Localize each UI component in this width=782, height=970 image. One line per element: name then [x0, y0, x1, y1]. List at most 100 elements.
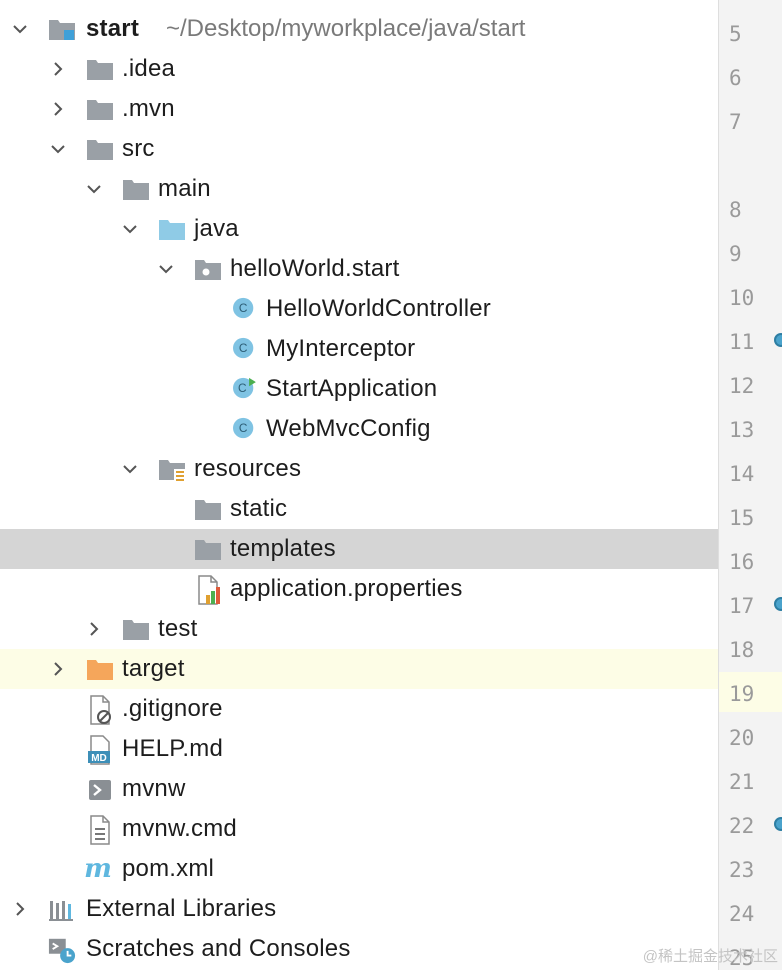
tree-item-label: MyInterceptor — [266, 335, 416, 362]
tree-item-app-properties[interactable]: application.properties — [0, 569, 718, 609]
svg-text:C: C — [239, 301, 248, 315]
source-folder-icon — [159, 220, 185, 240]
class-icon: C — [233, 417, 254, 439]
tree-item-idea[interactable]: .idea — [0, 49, 718, 89]
tree-item-mvnw[interactable]: mvnw — [0, 769, 718, 809]
line-number: 23 — [729, 858, 755, 882]
folder-icon — [195, 540, 221, 560]
tree-item-java[interactable]: java — [0, 209, 718, 249]
chevron-right-icon[interactable] — [86, 621, 102, 637]
properties-file-icon — [198, 575, 220, 605]
tree-item-target[interactable]: target — [0, 649, 718, 689]
tree-item-label: External Libraries — [86, 895, 277, 922]
gutter-marker-icon[interactable] — [774, 597, 782, 611]
tree-item-class-start[interactable]: C StartApplication — [0, 369, 718, 409]
tree-item-resources[interactable]: resources — [0, 449, 718, 489]
line-number: 7 — [729, 110, 742, 134]
svg-text:m: m — [84, 853, 112, 884]
tree-item-label: resources — [194, 455, 302, 482]
tree-item-pom[interactable]: m pom.xml — [0, 849, 718, 889]
tree-item-label: Scratches and Consoles — [86, 935, 351, 962]
tree-item-label: .mvn — [122, 95, 175, 122]
tree-item-main[interactable]: main — [0, 169, 718, 209]
tree-item-src[interactable]: src — [0, 129, 718, 169]
tree-item-label: templates — [230, 535, 336, 562]
resources-folder-icon — [159, 460, 185, 481]
svg-text:C: C — [238, 381, 247, 395]
library-icon — [49, 901, 73, 921]
folder-icon — [195, 500, 221, 520]
tree-item-scratches[interactable]: Scratches and Consoles — [0, 929, 718, 969]
chevron-down-icon[interactable] — [12, 21, 28, 37]
line-number: 25 — [729, 946, 755, 970]
svg-text:MD: MD — [91, 753, 107, 764]
line-number: 12 — [729, 374, 755, 398]
line-number: 9 — [729, 242, 742, 266]
tree-item-label: helloWorld.start — [230, 255, 400, 282]
tree-item-package[interactable]: helloWorld.start — [0, 249, 718, 289]
tree-item-label: mvnw — [122, 775, 186, 802]
chevron-right-icon[interactable] — [50, 661, 66, 677]
chevron-down-icon[interactable] — [122, 221, 138, 237]
chevron-right-icon[interactable] — [50, 101, 66, 117]
tree-item-test[interactable]: test — [0, 609, 718, 649]
tree-item-label: WebMvcConfig — [266, 415, 431, 442]
package-icon — [195, 260, 221, 280]
tree-item-class-hello[interactable]: C HelloWorldController — [0, 289, 718, 329]
tree-item-static[interactable]: static — [0, 489, 718, 529]
line-number: 11 — [729, 330, 755, 354]
tree-item-class-interceptor[interactable]: C MyInterceptor — [0, 329, 718, 369]
gutter-marker-icon[interactable] — [774, 817, 782, 831]
class-icon: C — [233, 297, 254, 319]
chevron-down-icon[interactable] — [86, 181, 102, 197]
root-path-label: ~/Desktop/myworkplace/java/start — [166, 15, 526, 42]
line-number: 24 — [729, 902, 755, 926]
current-line-highlight — [719, 672, 782, 712]
tree-item-label: target — [122, 655, 185, 682]
folder-icon — [123, 620, 149, 640]
shell-script-icon — [89, 780, 111, 800]
chevron-right-icon[interactable] — [12, 901, 28, 917]
line-number: 17 — [729, 594, 755, 618]
tree-item-templates[interactable]: templates — [0, 529, 718, 569]
svg-text:C: C — [239, 421, 248, 435]
module-folder-icon — [49, 20, 75, 40]
chevron-down-icon[interactable] — [122, 461, 138, 477]
chevron-down-icon[interactable] — [158, 261, 174, 277]
tree-item-external-libraries[interactable]: External Libraries — [0, 889, 718, 929]
chevron-right-icon[interactable] — [50, 61, 66, 77]
ignore-file-icon — [90, 695, 111, 725]
line-number: 10 — [729, 286, 755, 310]
tree-item-label: .idea — [122, 55, 176, 82]
tree-item-label: HELP.md — [122, 735, 224, 762]
tree-item-gitignore[interactable]: .gitignore — [0, 689, 718, 729]
tree-item-class-webmvc[interactable]: C WebMvcConfig — [0, 409, 718, 449]
folder-icon — [123, 180, 149, 200]
tree-item-label: StartApplication — [266, 375, 438, 402]
line-number: 16 — [729, 550, 755, 574]
tree-item-mvnw-cmd[interactable]: mvnw.cmd — [0, 809, 718, 849]
runnable-class-icon: C — [233, 377, 256, 399]
line-number: 6 — [729, 66, 742, 90]
gutter-marker-icon[interactable] — [774, 333, 782, 347]
line-number: 13 — [729, 418, 755, 442]
folder-icon — [87, 140, 113, 160]
root-folder-label: start — [86, 15, 140, 42]
line-number: 18 — [729, 638, 755, 662]
line-number: 5 — [729, 22, 742, 46]
tree-item-label: test — [158, 615, 198, 642]
tree-item-label: static — [230, 495, 288, 522]
tree-item-label: .gitignore — [122, 695, 223, 722]
tree-item-help[interactable]: MD HELP.md — [0, 729, 718, 769]
maven-icon: m — [84, 853, 112, 884]
tree-item-label: main — [158, 175, 211, 202]
chevron-down-icon[interactable] — [50, 141, 66, 157]
tree-item-root[interactable]: start ~/Desktop/myworkplace/java/start — [0, 9, 718, 49]
tree-item-label: pom.xml — [122, 855, 215, 882]
text-file-icon — [90, 815, 110, 845]
line-number: 21 — [729, 770, 755, 794]
tree-item-label: HelloWorldController — [266, 295, 491, 322]
line-number: 14 — [729, 462, 755, 486]
tree-item-mvn[interactable]: .mvn — [0, 89, 718, 129]
tree-item-label: java — [194, 215, 239, 242]
